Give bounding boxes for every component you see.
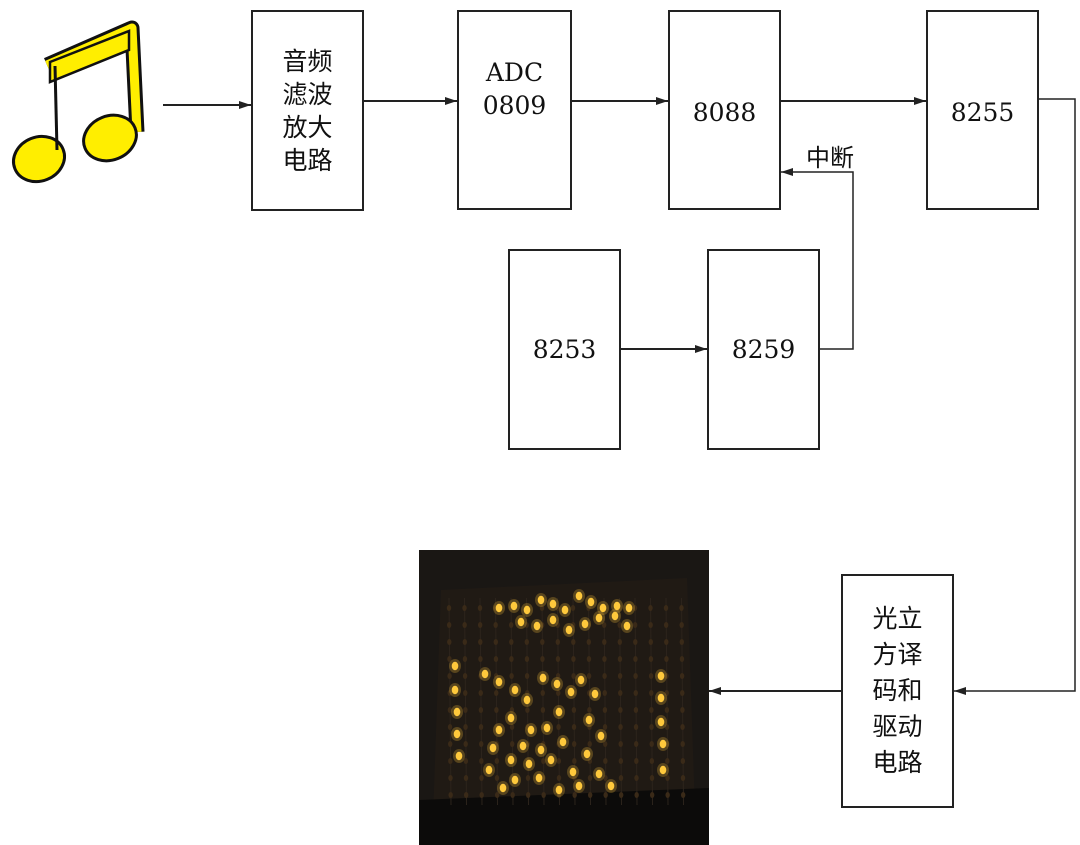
cube-decoder-driver-block: 光立 方译 码和 驱动 电路 bbox=[841, 574, 954, 808]
cpu-8088-label: 8088 bbox=[692, 98, 757, 127]
cube-decoder-driver-label: 光立 方译 码和 驱动 电路 bbox=[872, 604, 923, 777]
arrow-8255-to-driver bbox=[954, 98, 1076, 695]
adc0809-label: ADC 0809 bbox=[482, 58, 547, 120]
audio-filter-amplifier-block: 音频 滤波 放大 电路 bbox=[251, 10, 364, 211]
ppi-8255-label: 8255 bbox=[950, 98, 1015, 127]
led-cube-photo bbox=[419, 550, 709, 845]
timer-8253-block: 8253 bbox=[508, 249, 621, 450]
cpu-8088-block: 8088 bbox=[668, 10, 781, 210]
arrow-8259-interrupt-to-8088 bbox=[781, 168, 854, 350]
pic-8259-label: 8259 bbox=[731, 335, 796, 364]
interrupt-label: 中断 bbox=[806, 144, 854, 172]
pic-8259-block: 8259 bbox=[707, 249, 820, 450]
audio-filter-amplifier-label: 音频 滤波 放大 电路 bbox=[282, 46, 333, 175]
led-cube-image bbox=[419, 550, 709, 845]
adc0809-block: ADC 0809 bbox=[457, 10, 572, 210]
ppi-8255-block: 8255 bbox=[926, 10, 1039, 210]
timer-8253-label: 8253 bbox=[532, 335, 597, 364]
music-note-icon bbox=[12, 20, 145, 184]
